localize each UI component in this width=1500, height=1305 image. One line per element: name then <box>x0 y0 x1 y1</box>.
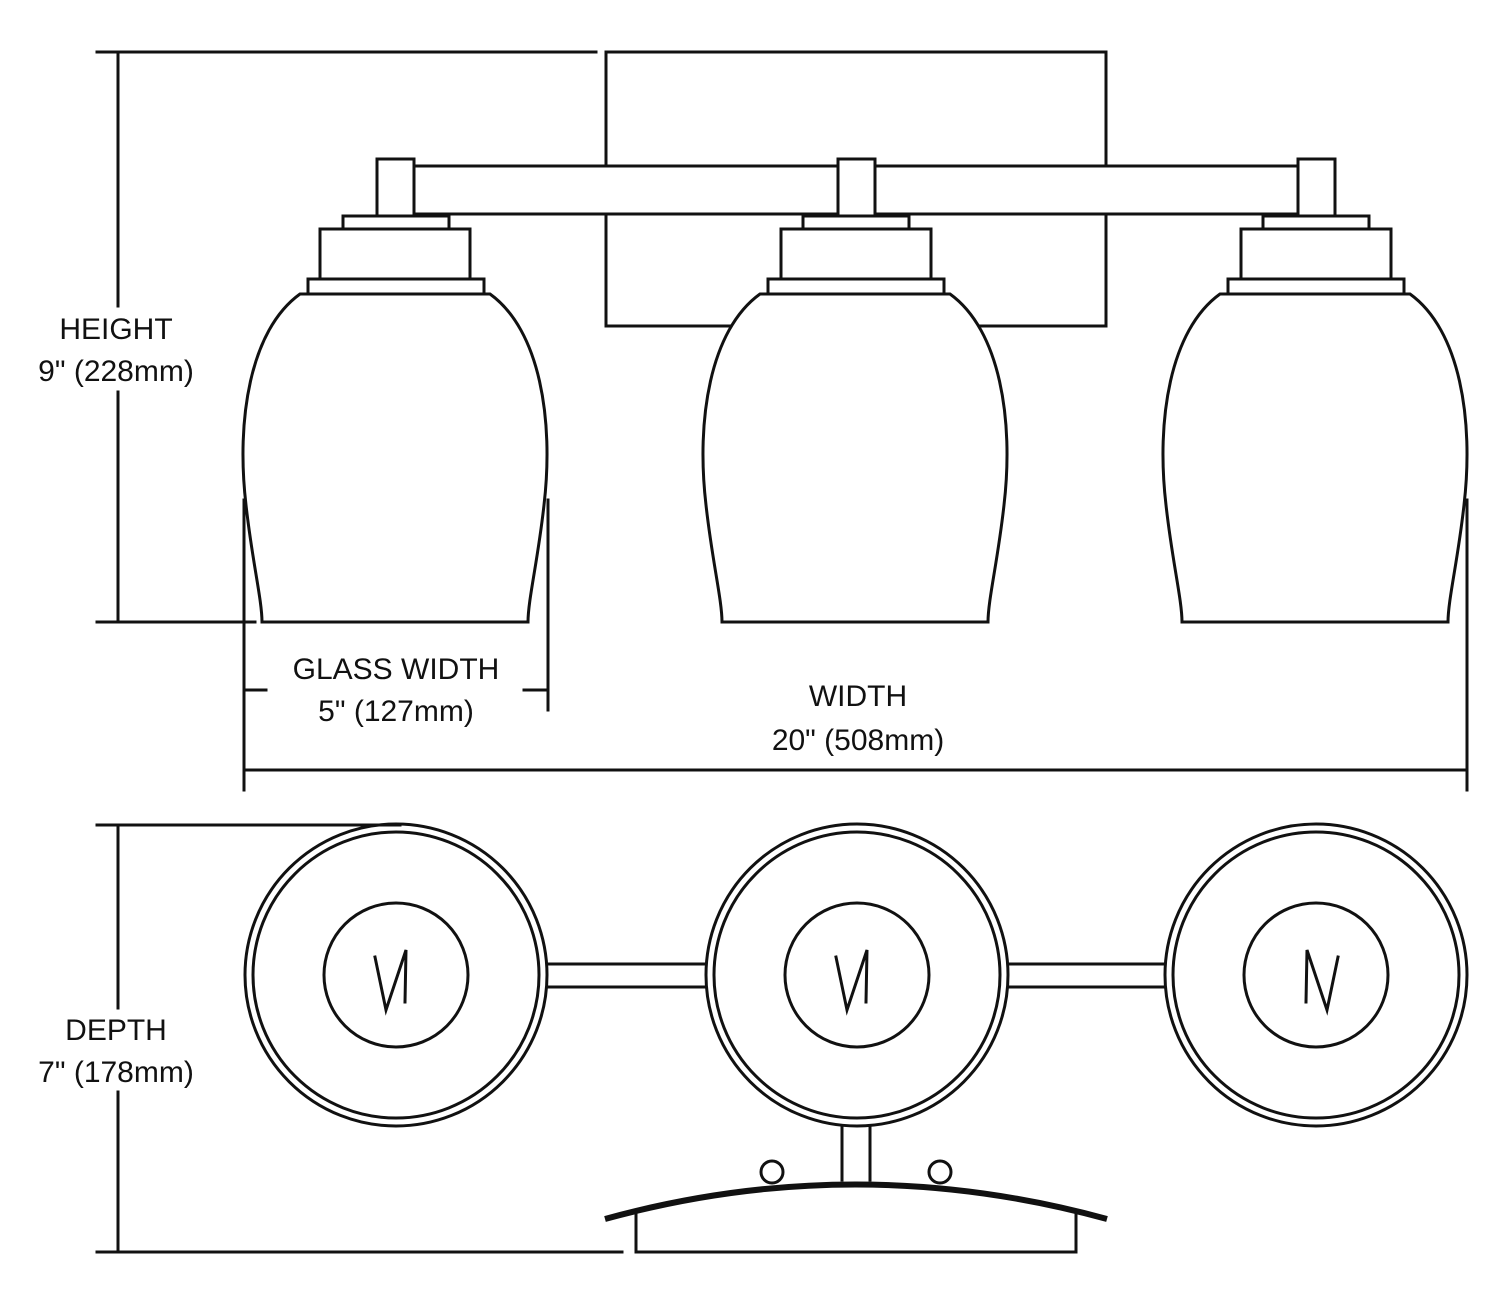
n-marker-icon <box>1304 949 1340 1016</box>
width-dimension: WIDTH 20" (508mm) <box>242 498 1469 792</box>
glass-shade <box>1161 292 1469 624</box>
backplate-curve <box>604 1181 1108 1222</box>
mount-screw-knob <box>927 1159 953 1185</box>
top-view <box>243 822 1469 1254</box>
depth-value: 7" (178mm) <box>38 1056 194 1089</box>
shade-outer-rim <box>704 822 1010 1128</box>
glass-width-value: 5" (127mm) <box>318 695 474 728</box>
socket-rim <box>766 277 946 296</box>
depth-label: DEPTH <box>65 1014 167 1047</box>
n-marker-icon <box>834 949 869 1016</box>
arm-post <box>1296 157 1337 219</box>
socket-cup <box>779 227 933 283</box>
arm-post <box>836 157 877 219</box>
depth-dimension: DEPTH 7" (178mm) <box>38 823 624 1254</box>
shade-left <box>241 157 549 624</box>
height-dimension: HEIGHT 9" (228mm) <box>38 50 598 624</box>
height-label: HEIGHT <box>59 313 172 346</box>
glass-width-label: GLASS WIDTH <box>293 653 500 686</box>
connector-bar-left <box>546 962 714 989</box>
width-label: WIDTH <box>809 680 907 713</box>
arm-post <box>375 157 416 219</box>
front-view <box>241 50 1469 624</box>
shade-inner-rim <box>251 830 541 1120</box>
width-value: 20" (508mm) <box>772 724 944 757</box>
shade-right <box>1161 157 1469 624</box>
socket-cup <box>1239 227 1393 283</box>
backplate-base <box>634 1210 1078 1254</box>
socket-circle <box>1242 901 1390 1049</box>
socket-circle <box>783 901 931 1049</box>
glass-shade <box>701 292 1009 624</box>
socket-rim <box>306 277 486 296</box>
mount-screw-knob <box>759 1159 785 1185</box>
glass-width-dimension: GLASS WIDTH 5" (127mm) <box>244 498 550 728</box>
glass-shade <box>241 292 549 624</box>
connector-bar-right <box>1004 962 1170 989</box>
socket-cup <box>318 227 472 283</box>
mount-stem <box>840 1123 872 1182</box>
shade-top-right <box>1163 822 1469 1128</box>
socket-rim <box>1226 277 1406 296</box>
shade-inner-rim <box>1171 830 1461 1120</box>
shade-inner-rim <box>712 830 1002 1120</box>
shade-outer-rim <box>243 822 549 1128</box>
height-value: 9" (228mm) <box>38 355 194 388</box>
socket-circle <box>322 901 470 1049</box>
shade-center <box>701 157 1009 624</box>
n-marker-icon <box>373 949 408 1016</box>
shade-top-left <box>243 822 549 1128</box>
shade-top-center <box>704 822 1010 1128</box>
